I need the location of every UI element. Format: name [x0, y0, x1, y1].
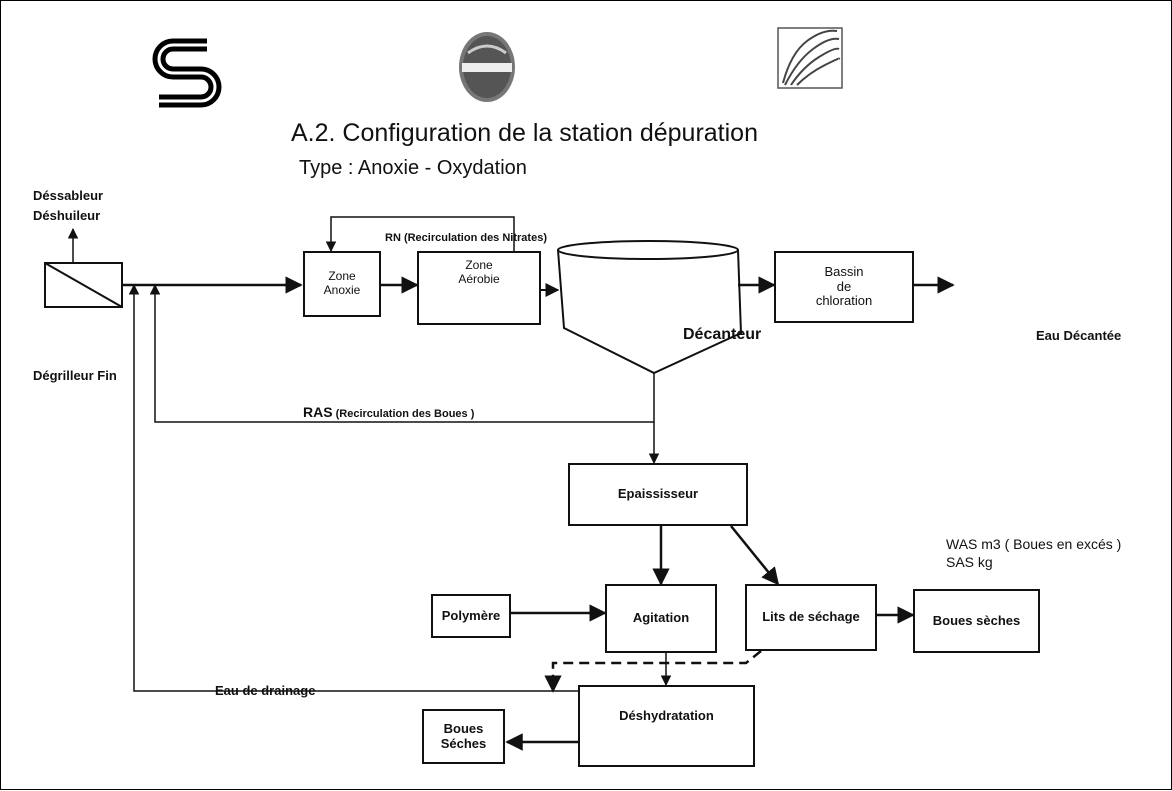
emblem-logo [459, 32, 515, 102]
wave-logo [777, 27, 843, 89]
was-label: WAS m3 ( Boues en excés ) [946, 536, 1122, 552]
decanteur-label: Décanteur [683, 326, 762, 343]
ras-label: RAS (Recirculation des Boues ) [303, 404, 474, 421]
rn-label: RN (Recirculation des Nitrates) [385, 232, 547, 244]
ras-detail: (Recirculation des Boues ) [332, 408, 475, 420]
ras-main: RAS [303, 404, 333, 420]
page-subtitle: Type : Anoxie - Oxydation [299, 157, 527, 179]
zone-anoxie-box: Zone Anoxie [303, 251, 381, 317]
agitation-box: Agitation [605, 584, 717, 653]
page-title: A.2. Configuration de la station dépurat… [291, 119, 758, 147]
degrilleur-label: Dégrilleur Fin [33, 368, 117, 383]
company-s-logo [152, 38, 222, 108]
dessableur-label: Déssableur [33, 188, 104, 203]
ras-line [149, 283, 655, 423]
bassin-chloration-box: Bassin de chloration [774, 251, 914, 323]
eau-decantee-label: Eau Décantée [1036, 328, 1122, 343]
zone-aerobie-box: Zone Aérobie [417, 251, 541, 325]
lits-sechage-box: Lits de séchage [745, 584, 877, 651]
deshydratation-box: Déshydratation [578, 685, 755, 767]
drainage-line [128, 283, 578, 692]
deshuileur-label: Déshuileur [33, 208, 101, 223]
eau-drainage-label: Eau de drainage [215, 683, 316, 698]
sas-label: SAS kg [946, 554, 993, 570]
boues-seches-right-box: Boues sèches [913, 589, 1040, 653]
decanteur-rim [557, 240, 739, 260]
polymere-box: Polymère [431, 594, 511, 638]
rn-loop [325, 216, 515, 253]
epaississeur-box: Epaississeur [568, 463, 748, 526]
dashed-return [544, 650, 762, 693]
screen-diagonal [44, 262, 123, 308]
epaississeur-to-lits [730, 525, 780, 586]
boues-seches-left-box: Boues Séches [422, 709, 505, 764]
decanteur-body [557, 249, 743, 375]
